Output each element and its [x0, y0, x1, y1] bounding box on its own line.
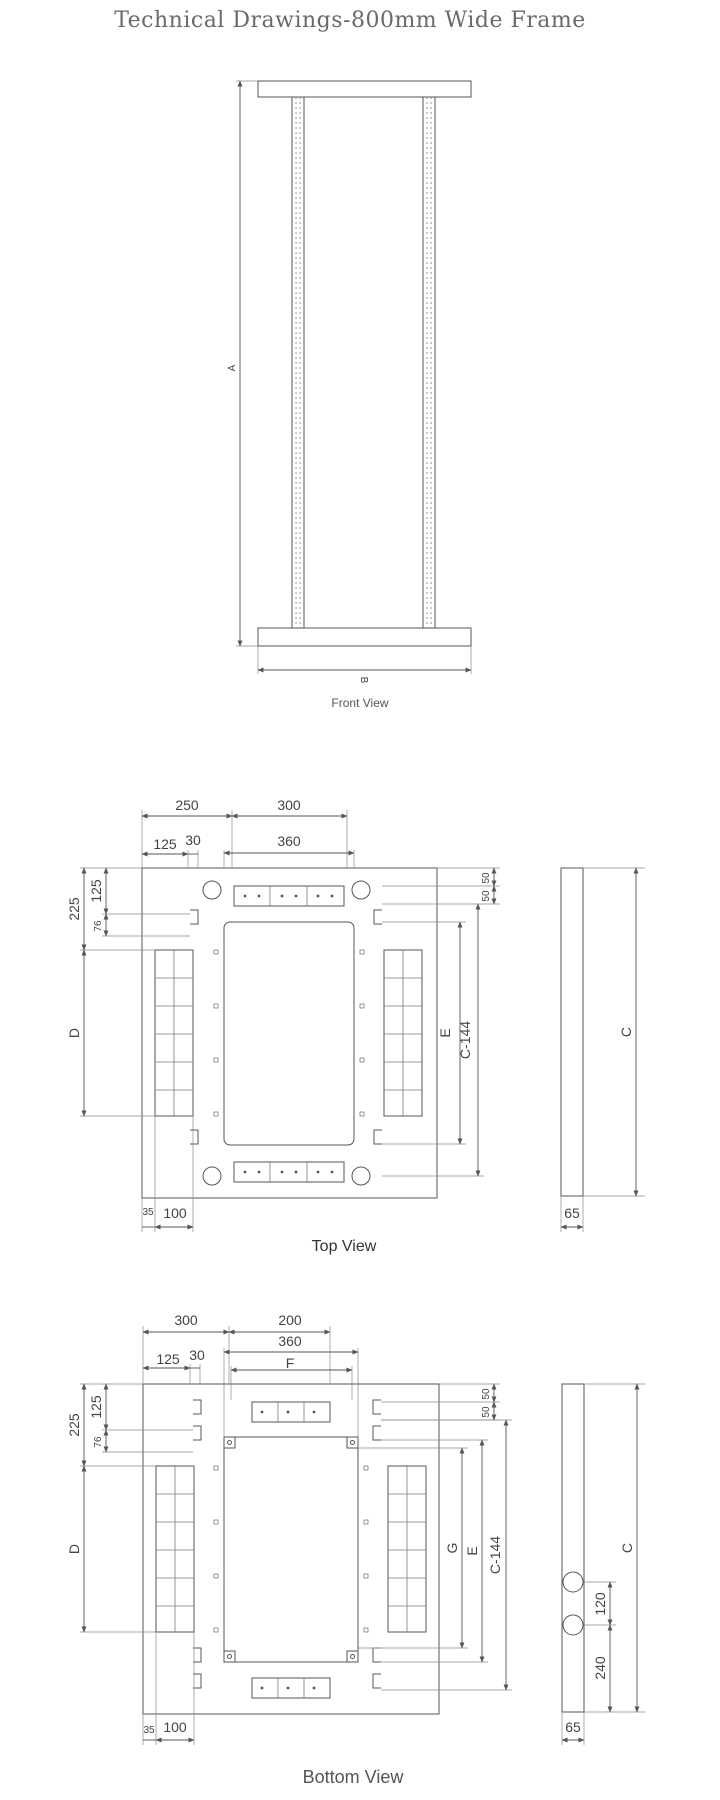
dim-d: D	[66, 1028, 82, 1038]
dim-35: 35	[143, 1725, 155, 1736]
dim-65: 65	[565, 1719, 581, 1735]
top-left-cable-panel	[154, 949, 194, 1117]
dim-50-b: 50	[481, 1406, 492, 1418]
cable-entry-hole-upper	[562, 1571, 584, 1593]
front-view: A B Front View	[227, 80, 472, 710]
dim-125-vertical: 125	[88, 879, 104, 903]
bottom-right-dimensions: 50 50 G E C-144	[358, 1383, 512, 1691]
front-top-rail	[257, 80, 472, 98]
dim-g: G	[444, 1543, 460, 1554]
bottom-view: 300 200 125 30 360 F 225	[66, 1312, 645, 1787]
dim-35: 35	[142, 1207, 154, 1218]
top-slot-strip-top	[233, 885, 345, 907]
dim-c: C	[618, 1027, 634, 1037]
top-corner-hole-bl	[202, 1166, 222, 1186]
top-side-profile: C 65	[560, 867, 645, 1232]
dim-c: C	[619, 1543, 635, 1553]
top-corner-hole-tl	[202, 880, 222, 900]
bottom-slot-strip-bottom	[251, 1677, 331, 1699]
dim-200: 200	[278, 1312, 302, 1328]
dim-300: 300	[277, 797, 301, 813]
bottom-brackets	[193, 1399, 381, 1689]
front-view-caption: Front View	[331, 696, 388, 710]
top-base-plate	[141, 867, 438, 1199]
bottom-top-dimensions: 300 200 125 30 360 F	[142, 1312, 359, 1437]
dim-65: 65	[564, 1205, 580, 1221]
front-right-upright	[422, 96, 436, 629]
drawing-title: Technical Drawings-800mm Wide Frame	[114, 8, 586, 33]
top-central-opening	[223, 921, 355, 1146]
dim-e: E	[437, 1028, 453, 1037]
dim-125-vertical: 125	[88, 1395, 104, 1419]
dim-30: 30	[185, 832, 201, 848]
top-side-marks	[213, 949, 365, 1117]
front-left-upright	[291, 96, 305, 629]
dim-240: 240	[592, 1656, 608, 1680]
dimension-a-label: A	[227, 364, 238, 371]
dim-225: 225	[66, 897, 82, 921]
dim-125: 125	[156, 1351, 180, 1367]
dim-f: F	[286, 1355, 295, 1371]
dimension-a: A	[227, 80, 258, 647]
dim-50-a: 50	[481, 872, 492, 884]
dim-50-a: 50	[481, 1388, 492, 1400]
dim-225: 225	[66, 1413, 82, 1437]
top-corner-hole-br	[351, 1166, 371, 1186]
cable-entry-hole-lower	[562, 1614, 584, 1636]
top-slot-strip-bottom	[233, 1161, 345, 1183]
top-corner-hole-tr	[351, 880, 371, 900]
top-view: 250 300 125 30 360 225 125 76	[66, 797, 645, 1255]
bottom-side-profile: C 120 240 65	[561, 1383, 645, 1745]
dim-125: 125	[153, 836, 177, 852]
dimension-b-label: B	[358, 677, 369, 684]
bottom-view-caption: Bottom View	[303, 1767, 405, 1787]
dim-d: D	[66, 1544, 82, 1554]
top-view-caption: Top View	[312, 1238, 377, 1255]
dim-c-144: C-144	[457, 1021, 473, 1059]
front-bottom-rail	[257, 627, 472, 647]
dim-300: 300	[174, 1312, 198, 1328]
dim-100: 100	[163, 1205, 187, 1221]
dim-120: 120	[592, 1592, 608, 1616]
dimension-b: B	[257, 646, 472, 684]
bottom-side-marks	[213, 1465, 369, 1633]
dim-250: 250	[175, 797, 199, 813]
top-bottom-dimensions: 35 100	[141, 1116, 194, 1232]
top-brackets	[190, 909, 382, 1145]
dim-360: 360	[278, 1333, 302, 1349]
bottom-bottom-dimensions: 35 100	[142, 1632, 195, 1745]
top-right-cable-panel	[383, 949, 423, 1117]
bottom-slot-strip-top	[251, 1401, 331, 1423]
dim-50-b: 50	[481, 890, 492, 902]
dim-360: 360	[277, 833, 301, 849]
dim-c-144: C-144	[487, 1536, 503, 1574]
dim-30: 30	[189, 1347, 205, 1363]
top-dimensions: 250 300 125 30 360	[141, 797, 355, 868]
dim-76: 76	[93, 920, 104, 932]
top-left-dimensions: 225 125 76 D	[66, 867, 190, 1117]
bottom-central-opening	[223, 1436, 359, 1663]
dim-76: 76	[93, 1436, 104, 1448]
bottom-base-plate	[142, 1383, 440, 1715]
bottom-left-cable-panel	[155, 1465, 195, 1633]
bottom-right-cable-panel	[387, 1465, 427, 1633]
dim-100: 100	[163, 1719, 187, 1735]
dim-e: E	[464, 1546, 480, 1555]
bottom-left-dimensions: 225 125 76 D	[66, 1383, 193, 1633]
top-right-dimensions: 50 50 E C-144	[382, 867, 500, 1177]
